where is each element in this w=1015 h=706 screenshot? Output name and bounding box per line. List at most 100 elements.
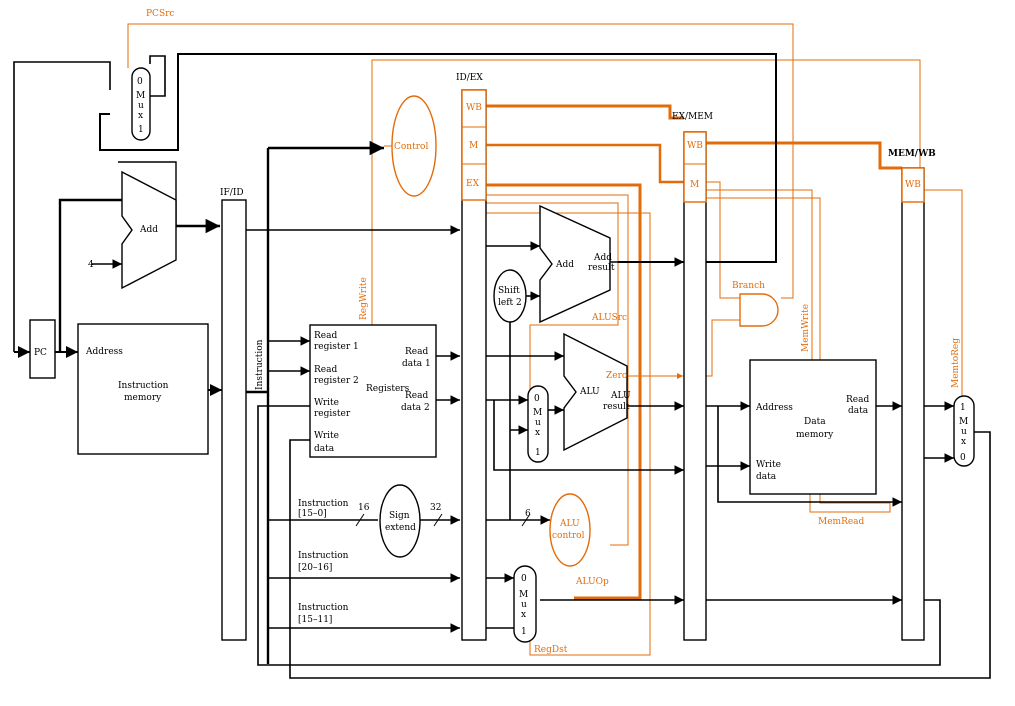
memtoreg-mux: 1 M u x 0 — [953, 395, 975, 467]
svg-text:data: data — [848, 406, 869, 416]
memwrite-label: MemWrite — [801, 304, 811, 352]
svg-text:0: 0 — [137, 77, 143, 87]
svg-text:Instruction: Instruction — [298, 551, 349, 561]
svg-text:control: control — [552, 531, 585, 541]
svg-text:1: 1 — [535, 448, 541, 458]
svg-text:Add: Add — [555, 260, 574, 270]
svg-text:data: data — [314, 444, 335, 454]
svg-text:extend: extend — [385, 523, 416, 533]
regwrite-label: RegWrite — [359, 277, 369, 320]
svg-text:Address: Address — [85, 347, 123, 357]
svg-text:0: 0 — [960, 453, 966, 463]
svg-text:u: u — [961, 427, 967, 437]
svg-text:Shift: Shift — [498, 286, 520, 296]
regdst-label: RegDst — [534, 645, 568, 655]
svg-text:Data: Data — [804, 417, 826, 427]
svg-text:u: u — [521, 600, 527, 610]
svg-text:memory: memory — [124, 393, 162, 403]
mem-wb-label: MEM/WB — [888, 149, 936, 159]
svg-text:memory: memory — [796, 430, 834, 440]
svg-text:Add: Add — [593, 253, 612, 263]
id-ex-wb-field: WB — [466, 103, 482, 113]
svg-text:1: 1 — [521, 627, 527, 637]
alu-control: ALU control 6 — [521, 493, 591, 567]
svg-text:x: x — [535, 428, 540, 438]
branch-and-gate — [739, 293, 779, 327]
svg-text:Read: Read — [314, 331, 337, 341]
svg-text:Instruction: Instruction — [298, 603, 349, 613]
ex-mem-register: EX/MEM WB M — [672, 112, 713, 641]
id-ex-ex-field: EX — [466, 179, 480, 189]
svg-text:[15–11]: [15–11] — [298, 615, 332, 625]
svg-text:M: M — [959, 417, 968, 427]
svg-text:Read: Read — [846, 395, 869, 405]
svg-text:Control: Control — [394, 142, 428, 152]
memtoreg-label: MemtoReg — [951, 338, 961, 388]
svg-text:1: 1 — [138, 125, 144, 135]
svg-text:Write: Write — [756, 460, 781, 470]
svg-text:[20–16]: [20–16] — [298, 563, 332, 573]
pcsrc-label: PCSrc — [146, 9, 174, 19]
mem-wb-register: MEM/WB WB — [888, 149, 936, 641]
shift-left-2: Shift left 2 — [493, 269, 527, 323]
id-ex-label: ID/EX — [456, 73, 483, 83]
if-id-register: IF/ID — [220, 188, 247, 641]
aluop-label: ALUOp — [575, 577, 609, 587]
svg-text:Read: Read — [405, 391, 428, 401]
svg-text:M: M — [533, 408, 542, 418]
branch-label: Branch — [732, 281, 765, 291]
svg-text:left 2: left 2 — [498, 298, 522, 308]
svg-text:6: 6 — [525, 509, 531, 519]
if-id-label: IF/ID — [220, 188, 244, 198]
datapath-wires — [13, 53, 991, 679]
svg-text:x: x — [521, 610, 526, 620]
memread-label: MemRead — [818, 517, 865, 527]
ex-mem-m-field: M — [690, 180, 699, 190]
svg-text:ALU: ALU — [579, 387, 600, 397]
control-unit: Control — [391, 95, 437, 197]
svg-text:u: u — [138, 101, 144, 111]
svg-text:[15–0]: [15–0] — [298, 509, 327, 519]
branch-adder: Add Add result — [539, 204, 615, 324]
alusrc-mux: 0 M u x 1 — [527, 385, 549, 463]
alusrc-label: ALUSrc — [591, 313, 627, 323]
svg-text:1: 1 — [960, 403, 966, 413]
svg-text:Add: Add — [139, 225, 158, 235]
svg-text:Sign: Sign — [389, 511, 410, 521]
svg-text:0: 0 — [521, 574, 527, 584]
svg-text:Read: Read — [314, 365, 337, 375]
svg-text:PC: PC — [34, 348, 47, 358]
ex-mem-wb-field: WB — [687, 141, 703, 151]
sign-extend: Sign extend 16 32 Instruction [15–0] Ins… — [298, 484, 443, 625]
svg-text:Write: Write — [314, 431, 339, 441]
svg-text:result: result — [603, 402, 630, 412]
svg-text:data 2: data 2 — [401, 403, 430, 413]
svg-text:Registers: Registers — [366, 384, 410, 394]
control-wires — [127, 23, 963, 656]
svg-text:Instruction: Instruction — [298, 499, 349, 509]
pc-adder: Add 4 — [88, 170, 177, 290]
svg-text:register 2: register 2 — [314, 376, 359, 386]
svg-text:x: x — [961, 437, 966, 447]
register-file: Read register 1 Read register 2 Register… — [309, 324, 437, 458]
data-memory: Address Data memory Read data Write data — [749, 359, 877, 495]
svg-text:data: data — [756, 472, 777, 482]
instruction-vertical-label: Instruction — [255, 339, 265, 390]
alu: ALU ALU result Zero — [563, 332, 631, 452]
pc-register: PC — [29, 319, 56, 379]
svg-text:x: x — [138, 111, 143, 121]
svg-text:register: register — [314, 409, 351, 419]
svg-text:ALU: ALU — [610, 391, 631, 401]
regdst-mux: 0 M u x 1 — [513, 565, 537, 643]
const-four: 4 — [88, 260, 94, 270]
id-ex-m-field: M — [469, 141, 478, 151]
control-signal-labels: PCSrc RegWrite Branch MemWrite MemtoReg … — [146, 9, 961, 655]
svg-text:u: u — [535, 418, 541, 428]
id-ex-register: ID/EX WB M EX — [456, 73, 487, 641]
svg-text:Write: Write — [314, 398, 339, 408]
svg-text:register 1: register 1 — [314, 342, 359, 352]
svg-text:data 1: data 1 — [402, 359, 431, 369]
svg-text:32: 32 — [430, 503, 441, 513]
mem-wb-wb-field: WB — [905, 180, 921, 190]
